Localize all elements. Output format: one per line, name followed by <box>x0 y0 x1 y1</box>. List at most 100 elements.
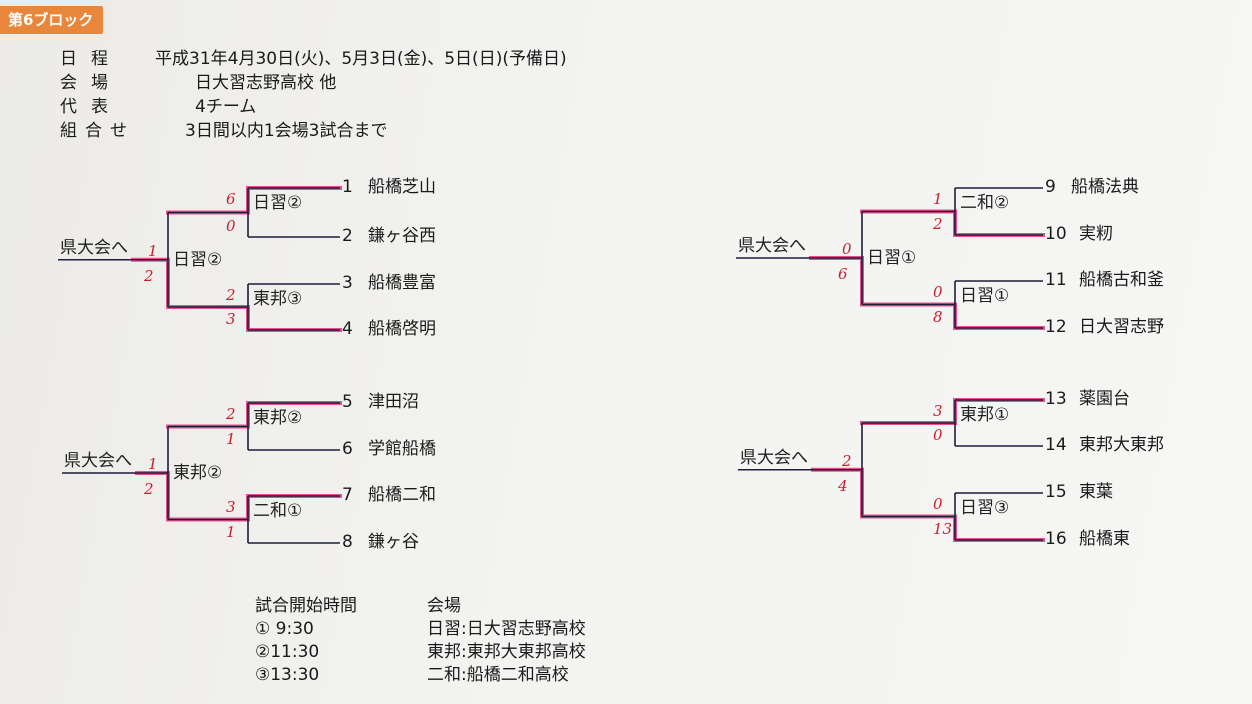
match-score-top: 6 <box>226 190 236 208</box>
to-prefectural-label: 県大会へ <box>738 236 806 256</box>
team-number: 6 <box>342 439 353 459</box>
team-number: 16 <box>1045 529 1067 549</box>
match-venue-label: 東邦② <box>253 408 303 428</box>
team-number: 8 <box>342 532 353 552</box>
final-score-top: 0 <box>842 240 852 258</box>
team-number: 15 <box>1045 482 1067 502</box>
team-name: 東葉 <box>1079 482 1113 502</box>
match-venue-label: 日習① <box>960 286 1010 306</box>
team-number: 4 <box>342 319 353 339</box>
final-score-top: 1 <box>148 455 158 473</box>
team-name: 船橋芝山 <box>368 177 436 197</box>
info-value: 3日間以内1会場3試合まで <box>185 121 388 141</box>
team-name: 日大習志野 <box>1079 317 1164 337</box>
team-number: 10 <box>1045 224 1067 244</box>
match-score-top: 0 <box>933 495 943 513</box>
match-score-top: 0 <box>933 283 943 301</box>
match-score-top: 3 <box>933 402 943 420</box>
team-name: 鎌ヶ谷西 <box>368 226 436 246</box>
team-name: 船橋豊富 <box>368 273 436 293</box>
final-score-bottom: 6 <box>838 265 848 283</box>
to-prefectural-label: 県大会へ <box>64 451 132 471</box>
team-number: 1 <box>342 177 353 197</box>
team-number: 14 <box>1045 435 1067 455</box>
legend-venue-header: 会場 <box>427 596 461 616</box>
info-row-representatives: 代表 4チーム <box>60 95 256 119</box>
match-venue-label: 東邦③ <box>253 289 303 309</box>
winner-highlight-bottom <box>860 514 1045 542</box>
winner-highlight-top <box>860 209 1045 237</box>
info-key: 会場 <box>60 73 122 93</box>
team-name: 実籾 <box>1079 224 1113 244</box>
final-score-bottom: 2 <box>144 266 154 285</box>
team-name: 津田沼 <box>368 392 419 412</box>
winner-highlight-bottom <box>860 302 1045 330</box>
legend-venue-2: 東邦:東邦大東邦高校 <box>427 642 586 662</box>
info-value: 日大習志野高校 他 <box>195 73 337 93</box>
final-venue-label: 日習② <box>173 249 223 270</box>
legend-time-header: 試合開始時間 <box>255 596 357 616</box>
team-name: 東邦大東邦 <box>1079 435 1164 455</box>
match-score-top: 2 <box>226 286 236 304</box>
final-score-bottom: 4 <box>838 476 848 495</box>
final-score-top: 1 <box>148 241 158 260</box>
legend-time-1: ① 9:30 <box>255 619 314 639</box>
team-number: 9 <box>1045 177 1056 197</box>
match-score-bottom: 0 <box>226 217 236 235</box>
team-name: 船橋東 <box>1079 529 1130 549</box>
final-venue-label: 日習① <box>867 248 917 268</box>
legend-times: 試合開始時間 ① 9:30 ②11:30 ③13:30 <box>255 595 357 687</box>
legend-venues: 会場 日習:日大習志野高校 東邦:東邦大東邦高校 二和:船橋二和高校 <box>427 595 586 687</box>
to-prefectural-label: 県大会へ <box>60 237 128 258</box>
match-venue-label: 二和① <box>253 501 303 521</box>
team-name: 学館船橋 <box>368 439 436 459</box>
team-name: 船橋古和釜 <box>1079 270 1164 290</box>
info-value: 4チーム <box>195 97 257 117</box>
final-score-top: 2 <box>842 451 852 470</box>
match-score-bottom: 8 <box>933 308 943 326</box>
team-name: 船橋法典 <box>1071 177 1139 197</box>
info-key: 日程 <box>60 49 122 69</box>
match-venue-label: 日習② <box>253 193 303 213</box>
match-score-bottom: 0 <box>933 426 943 444</box>
team-name: 船橋啓明 <box>368 319 436 339</box>
team-number: 3 <box>342 273 353 293</box>
team-name: 薬園台 <box>1079 389 1130 409</box>
team-name: 船橋二和 <box>368 485 436 505</box>
final-winner-highlight <box>809 256 864 307</box>
match-venue-label: 日習③ <box>960 498 1010 518</box>
winner-highlight-bottom <box>166 305 342 332</box>
legend-time-2: ②11:30 <box>255 642 320 662</box>
match-venue-label: 東邦① <box>960 405 1010 425</box>
match-score-bottom: 1 <box>226 430 236 448</box>
match-score-top: 3 <box>226 498 236 516</box>
legend-time-3: ③13:30 <box>255 665 320 685</box>
info-row-schedule: 日程 平成31年4月30日(火)、5月3日(金)、5日(日)(予備日) <box>60 47 567 71</box>
match-score-bottom: 1 <box>226 523 236 541</box>
team-number: 5 <box>342 392 353 412</box>
info-value: 平成31年4月30日(火)、5月3日(金)、5日(日)(予備日) <box>155 49 567 69</box>
to-prefectural-label: 県大会へ <box>740 447 808 468</box>
info-key: 組合せ <box>60 121 135 141</box>
info-row-venue: 会場 日大習志野高校 他 <box>60 71 336 95</box>
legend-venue-1: 日習:日大習志野高校 <box>427 619 586 639</box>
block-tag: 第6ブロック <box>0 6 104 34</box>
match-score-bottom: 3 <box>226 310 236 328</box>
info-row-pairing: 組合せ 3日間以内1会場3試合まで <box>60 119 387 143</box>
team-number: 7 <box>342 485 353 505</box>
team-number: 11 <box>1045 270 1067 290</box>
team-number: 2 <box>342 226 353 246</box>
team-number: 13 <box>1045 389 1067 409</box>
info-key: 代表 <box>60 97 122 117</box>
match-score-top: 2 <box>226 405 236 423</box>
team-name: 鎌ヶ谷 <box>368 532 419 552</box>
winner-highlight-top <box>860 398 1045 425</box>
team-number: 12 <box>1045 317 1067 337</box>
final-venue-label: 東邦② <box>173 463 223 483</box>
final-score-bottom: 2 <box>144 480 154 498</box>
match-score-bottom: 2 <box>933 215 943 233</box>
legend-venue-3: 二和:船橋二和高校 <box>427 665 569 685</box>
match-score-bottom: 13 <box>933 520 953 538</box>
match-score-top: 1 <box>933 190 943 208</box>
